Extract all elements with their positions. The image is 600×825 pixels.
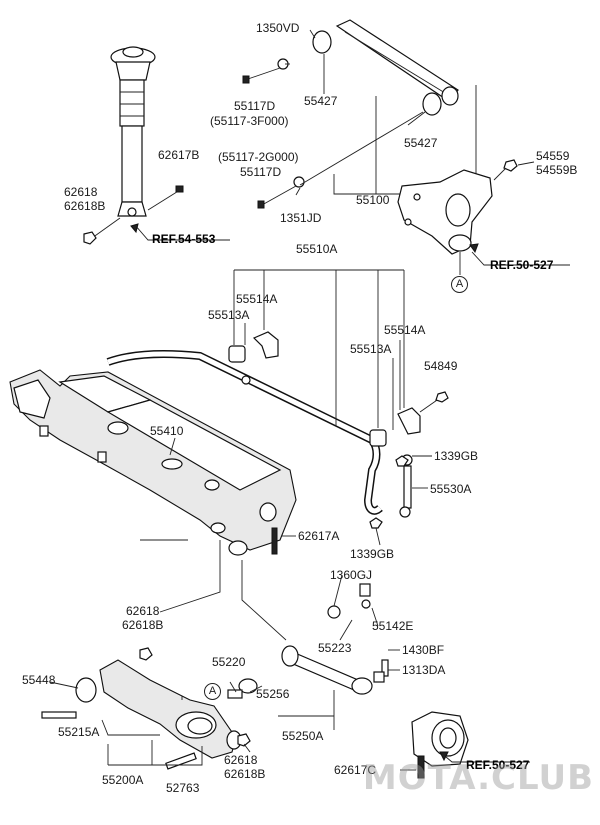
ref-link-50-527-lower[interactable]: REF.50-527 [466, 758, 530, 772]
part-label-1350vd: 1350VD [256, 21, 300, 35]
part-label-1430bf: 1430BF [402, 643, 445, 657]
part-label-54849: 54849 [424, 359, 458, 373]
part-label-54559b: 54559B [536, 163, 578, 177]
part-label-55200a: 55200A [102, 773, 144, 787]
part-label-62618-mid: 62618 [126, 604, 160, 618]
part-label-62618b: 62618B [64, 199, 106, 213]
part-label-62618-low: 62618 [224, 753, 258, 767]
part-label-62617b: 62617B [158, 148, 200, 162]
stabilizer-leaders [233, 269, 405, 430]
part-label-55100: 55100 [356, 193, 390, 207]
part-label-55410: 55410 [150, 424, 184, 438]
part-label-55448: 55448 [22, 673, 56, 687]
part-label-1339gb-lower: 1339GB [350, 547, 395, 561]
part-label-55256: 55256 [256, 687, 290, 701]
part-label-62617a: 62617A [298, 529, 340, 543]
knuckle [397, 159, 570, 275]
part-label-55220: 55220 [212, 655, 246, 669]
part-label-62618b-mid: 62618B [122, 618, 164, 632]
part-label-55427: 55427 [304, 94, 338, 108]
stabilizer-bar [106, 331, 421, 515]
part-label-62618: 62618 [64, 185, 98, 199]
part-label-54559: 54559 [536, 149, 570, 163]
crossmember-leaders [140, 437, 296, 641]
ref-link-50-527[interactable]: REF.50-527 [490, 258, 554, 272]
part-label-55530a: 55530A [430, 482, 472, 496]
part-label-55142e: 55142E [372, 619, 414, 633]
ref-arrows [130, 223, 479, 762]
part-label-55223: 55223 [318, 641, 352, 655]
assist-link-leaders [229, 574, 400, 730]
part-label-55514a: 55514A [236, 292, 278, 306]
part-label-55514a-right: 55514A [384, 323, 426, 337]
part-label-62618b-low: 62618B [224, 767, 266, 781]
part-label-55513a: 55513A [208, 308, 250, 322]
shock-bolts [83, 185, 230, 245]
part-label-55215a: 55215A [58, 725, 100, 739]
part-label-55117-3f000: (55117-3F000) [210, 114, 289, 128]
part-label-55117-2g000: (55117-2G000) [218, 150, 299, 164]
part-label-55117d: 55117D [234, 99, 276, 113]
part-label-1339gb: 1339GB [434, 449, 479, 463]
assist-link [227, 583, 389, 699]
shock-absorber [110, 46, 156, 217]
marker-a-top: A [451, 276, 468, 293]
upper-arm [242, 19, 459, 209]
part-label-55117d-alt: 55117D [240, 165, 282, 179]
part-label-55427-alt: 55427 [404, 136, 438, 150]
part-label-62617c: 62617C [334, 763, 377, 777]
ref-link-54-553[interactable]: REF.54-553 [152, 232, 216, 246]
part-label-55513a-right: 55513A [350, 342, 392, 356]
stabilizer-link [369, 391, 449, 546]
part-label-55250a: 55250A [282, 729, 324, 743]
part-label-52763: 52763 [166, 781, 200, 795]
part-label-55510a: 55510A [296, 242, 338, 256]
marker-a-bottom: A [204, 683, 221, 700]
part-label-1313da: 1313DA [402, 663, 446, 677]
watermark: MOTA.CLUB [362, 758, 594, 798]
crossmember [9, 369, 297, 556]
part-label-1351jd: 1351JD [280, 211, 322, 225]
lower-arm-leaders [49, 681, 251, 766]
part-label-1360gj: 1360GJ [330, 568, 373, 582]
